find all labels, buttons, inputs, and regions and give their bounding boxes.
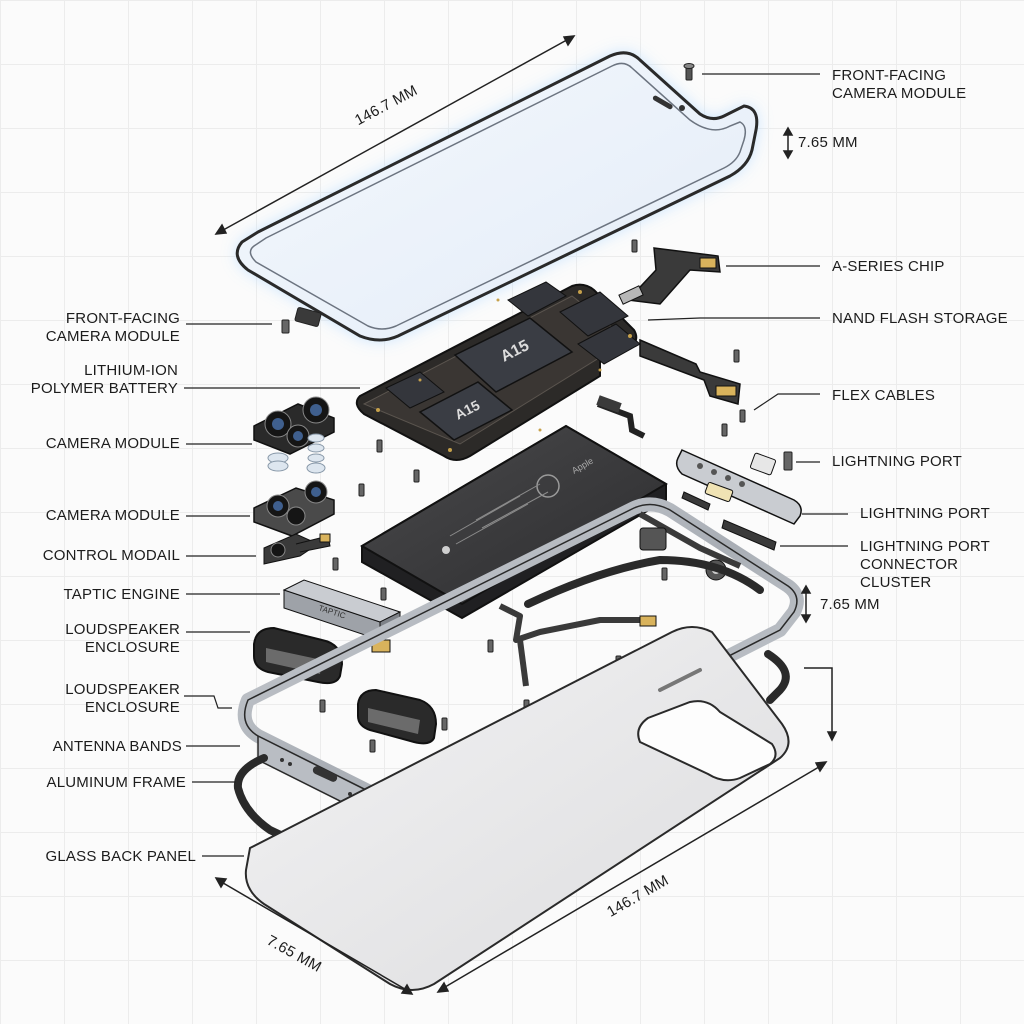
label-camera-module-1: CAMERA MODULE <box>45 435 180 452</box>
label-flex-cables: FLEX CABLES <box>832 387 936 404</box>
dimension-top-length <box>214 35 576 235</box>
dimension-bottom-length <box>436 761 828 993</box>
lightning-port-assembly <box>675 449 802 525</box>
leader-lines <box>184 73 848 857</box>
label-lightning-port-2: LIGHTNING PORT <box>860 505 991 522</box>
loudspeaker-2 <box>357 688 438 745</box>
rear-camera-module-2 <box>253 480 335 537</box>
dimension-top-thickness <box>782 126 794 160</box>
label-aluminum-frame: ALUMINUM FRAME <box>46 774 186 791</box>
label-front-camera-right: FRONT-FACING CAMERA MODULE <box>832 67 967 102</box>
flex-cable-upper <box>618 247 721 305</box>
label-thickness-top: 7.65 MM <box>798 134 858 151</box>
label-antenna-bands: ANTENNA BANDS <box>52 738 182 755</box>
label-loudspeaker-1: LOUDSPEAKER ENCLOSURE <box>65 621 180 656</box>
flex-cable-right <box>639 338 741 405</box>
label-lightning-port-1: LIGHTNING PORT <box>832 453 963 470</box>
dimension-bottom-thickness <box>214 877 414 995</box>
screw-top <box>683 63 695 81</box>
label-loudspeaker-2: LOUDSPEAKER ENCLOSURE <box>65 681 180 716</box>
label-lightning-cluster: LIGHTNING PORT CONNECTOR CLUSTER <box>860 538 991 591</box>
label-nand-flash: NAND FLASH STORAGE <box>832 310 1008 327</box>
frame-internal-flex <box>498 511 742 687</box>
label-control-module: CONTROL MODAIL <box>42 547 180 564</box>
front-display <box>235 51 759 342</box>
label-taptic-engine: TAPTIC ENGINE <box>63 586 180 603</box>
lightning-connector-cluster <box>681 491 777 551</box>
camera-lens-stack <box>267 433 326 474</box>
logic-board: A15 A15 <box>355 281 641 461</box>
battery: Apple <box>360 395 668 620</box>
glass-back-panel <box>244 626 790 991</box>
dimension-mid-thickness <box>800 584 838 742</box>
label-battery: LITHIUM-ION POLYMER BATTERY <box>30 362 178 397</box>
label-a-series-chip: A-SERIES CHIP <box>832 258 945 275</box>
label-camera-module-2: CAMERA MODULE <box>45 507 180 524</box>
front-camera-part-left <box>281 307 322 334</box>
control-module <box>263 533 331 565</box>
label-glass-back: GLASS BACK PANEL <box>45 848 196 865</box>
label-thickness-mid: 7.65 MM <box>820 596 880 613</box>
label-front-camera-left: FRONT-FACING CAMERA MODULE <box>45 310 180 345</box>
